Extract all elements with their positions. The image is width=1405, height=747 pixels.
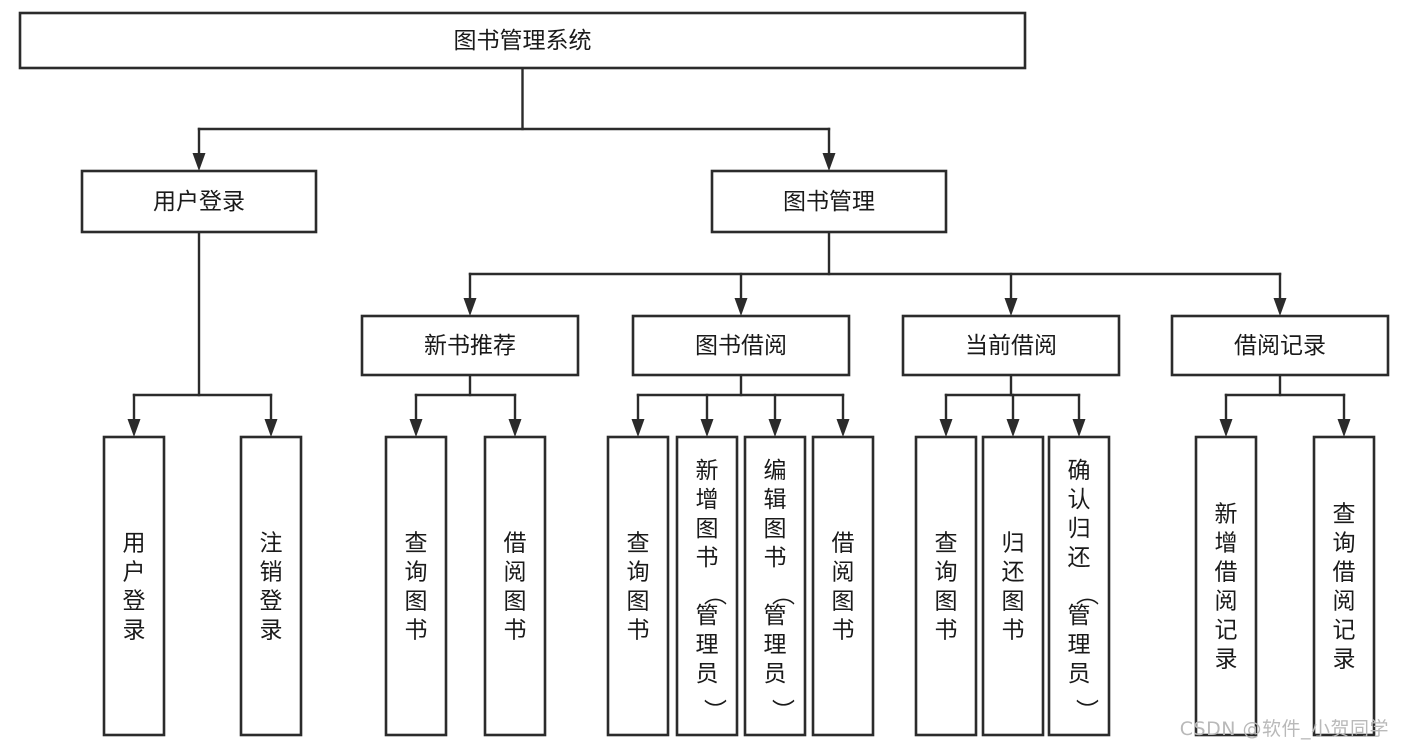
node-label: 确认归还管理员 — [1068, 458, 1091, 687]
edge-arrowhead — [409, 419, 423, 437]
node-label-char: ） — [1073, 699, 1099, 722]
flow-node-l3c4[interactable]: 借阅图书 — [811, 435, 875, 737]
node-box — [606, 435, 670, 737]
node-label: 图书借阅 — [695, 333, 787, 359]
edge-arrowhead — [1004, 298, 1018, 316]
flow-node-l3a2[interactable]: 注销登录 — [239, 435, 303, 737]
connector-layer — [127, 66, 1351, 437]
node-box — [483, 435, 547, 737]
node-layer: 图书管理系统用户登录图书管理新书推荐图书借阅当前借阅借阅记录用户登录注销登录查询… — [18, 11, 1390, 737]
node-box — [384, 435, 448, 737]
node-label: 查询图书 — [935, 531, 958, 644]
flow-node-l2c[interactable]: 当前借阅 — [901, 314, 1121, 377]
node-box — [710, 169, 948, 234]
node-label: 借阅图书 — [504, 531, 527, 644]
flow-node-l3c1[interactable]: 查询图书 — [606, 435, 670, 737]
node-label-char: ） — [701, 699, 727, 722]
node-box — [1170, 314, 1390, 377]
node-box — [981, 435, 1045, 737]
node-box — [239, 435, 303, 737]
flow-node-l2b[interactable]: 图书借阅 — [631, 314, 851, 377]
flow-node-l2a[interactable]: 新书推荐 — [360, 314, 580, 377]
flow-node-l3d3[interactable]: （ ） 确认归还管理员 — [1047, 435, 1111, 737]
node-label: 注销登录 — [260, 531, 283, 644]
node-label: 归还图书 — [1002, 531, 1025, 644]
edge-arrowhead — [1072, 419, 1086, 437]
edge-arrowhead — [836, 419, 850, 437]
edge-arrowhead — [768, 419, 782, 437]
node-label: 新增借阅记录 — [1215, 502, 1238, 673]
node-box — [1194, 435, 1258, 737]
flow-node-l1a[interactable]: 用户登录 — [80, 169, 318, 234]
flow-node-root[interactable]: 图书管理系统 — [18, 11, 1027, 70]
node-label: 用户登录 — [153, 189, 245, 215]
node-label: 当前借阅 — [965, 333, 1057, 359]
node-label: 查询借阅记录 — [1333, 502, 1356, 673]
flow-node-l3e2[interactable]: 查询借阅记录 — [1312, 435, 1376, 737]
node-box — [360, 314, 580, 377]
node-label: 用户登录 — [123, 531, 146, 644]
node-box — [1312, 435, 1376, 737]
flow-node-l3b2[interactable]: 借阅图书 — [483, 435, 547, 737]
node-label: 借阅记录 — [1234, 333, 1326, 359]
watermark-label: CSDN @软件_小贺同学 — [1179, 718, 1389, 740]
node-label: 查询图书 — [627, 531, 650, 644]
edge-arrowhead — [822, 153, 836, 171]
node-label: 图书管理 — [783, 189, 875, 215]
edge-arrowhead — [734, 298, 748, 316]
edge-arrowhead — [1006, 419, 1020, 437]
edge-arrowhead — [1273, 298, 1287, 316]
node-box — [631, 314, 851, 377]
node-box — [811, 435, 875, 737]
edge-arrowhead — [1337, 419, 1351, 437]
edge-arrowhead — [463, 298, 477, 316]
node-label-char: （ — [1073, 583, 1099, 606]
node-box — [675, 435, 739, 737]
node-label: 编辑图书管理员 — [764, 458, 787, 687]
flow-node-l3a1[interactable]: 用户登录 — [102, 435, 166, 737]
node-label-char: ） — [769, 699, 795, 722]
edge-arrowhead — [264, 419, 278, 437]
edge-arrowhead — [631, 419, 645, 437]
node-label: 新书推荐 — [424, 333, 516, 359]
node-box — [743, 435, 807, 737]
edge-arrowhead — [700, 419, 714, 437]
flow-node-l3c2[interactable]: （ ） 新增图书管理员 — [675, 435, 739, 737]
flow-node-l2d[interactable]: 借阅记录 — [1170, 314, 1390, 377]
edge-arrowhead — [1219, 419, 1233, 437]
flow-node-l3c3[interactable]: （ ） 编辑图书管理员 — [743, 435, 807, 737]
flow-node-l3b1[interactable]: 查询图书 — [384, 435, 448, 737]
node-label: 查询图书 — [405, 531, 428, 644]
node-box — [1047, 435, 1111, 737]
node-label: 图书管理系统 — [454, 28, 592, 54]
flow-node-l1b[interactable]: 图书管理 — [710, 169, 948, 234]
node-box — [80, 169, 318, 234]
flow-node-l3d2[interactable]: 归还图书 — [981, 435, 1045, 737]
node-box — [914, 435, 978, 737]
node-label-char: （ — [701, 583, 727, 606]
node-box — [901, 314, 1121, 377]
node-label: 新增图书管理员 — [696, 458, 719, 687]
node-label: 借阅图书 — [832, 531, 855, 644]
edge-arrowhead — [192, 153, 206, 171]
node-label-char: （ — [769, 583, 795, 606]
flow-node-l3d1[interactable]: 查询图书 — [914, 435, 978, 737]
edge-arrowhead — [939, 419, 953, 437]
edge-arrowhead — [127, 419, 141, 437]
edge-arrowhead — [508, 419, 522, 437]
node-box — [102, 435, 166, 737]
node-box — [18, 11, 1027, 70]
flow-node-l3e1[interactable]: 新增借阅记录 — [1194, 435, 1258, 737]
